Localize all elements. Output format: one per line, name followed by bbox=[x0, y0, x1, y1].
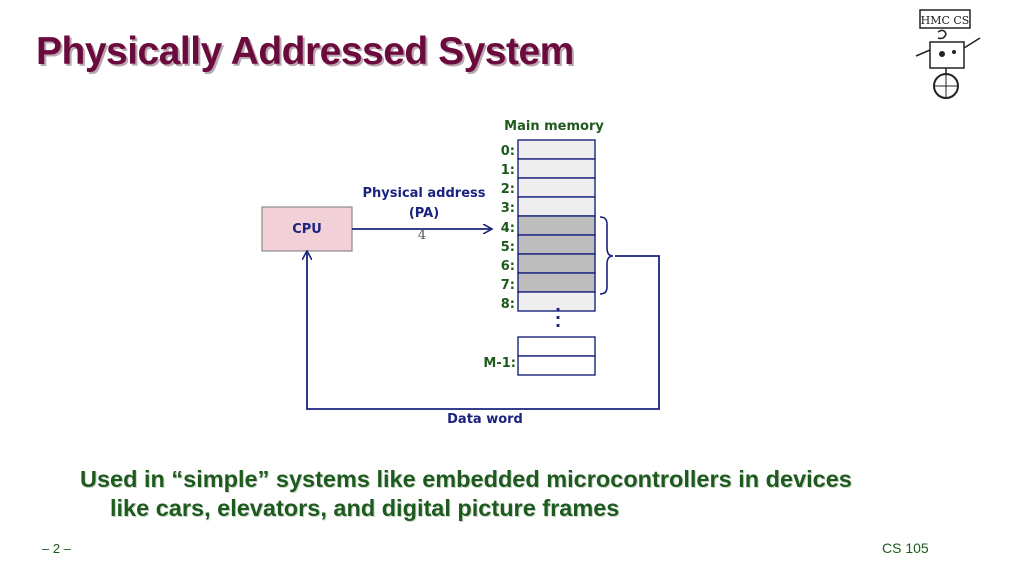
physical-address-label-line2: (PA) bbox=[408, 206, 440, 221]
highlight-brace bbox=[599, 216, 614, 295]
memory-cell bbox=[517, 234, 596, 255]
data-word-label: Data word bbox=[447, 412, 523, 427]
memory-cells bbox=[517, 139, 596, 376]
memory-cell bbox=[517, 139, 596, 160]
page-number: – 2 – bbox=[42, 541, 71, 556]
physical-address-value: 4 bbox=[417, 228, 427, 243]
memory-cell-last bbox=[517, 355, 596, 376]
logo-text: HMC CS bbox=[921, 14, 970, 27]
address-label: 4: bbox=[500, 221, 515, 236]
course-label: CS 105 bbox=[882, 540, 929, 556]
address-label: 0: bbox=[500, 144, 515, 159]
address-label: 8: bbox=[500, 297, 515, 312]
memory-cell bbox=[517, 158, 596, 179]
last-address-label: M-1: bbox=[483, 356, 516, 371]
address-label: 1: bbox=[500, 163, 515, 178]
memory-cell bbox=[517, 196, 596, 217]
physical-address-label-line1: Physical address bbox=[362, 186, 486, 201]
slide-title: Physically Addressed System bbox=[36, 30, 574, 73]
data-word-arrow bbox=[307, 252, 660, 410]
memory-cell bbox=[517, 215, 596, 236]
memory-cell bbox=[517, 177, 596, 198]
address-label: 5: bbox=[500, 240, 515, 255]
address-label: 6: bbox=[500, 259, 515, 274]
memory-cell bbox=[517, 253, 596, 274]
main-memory-label: Main memory bbox=[504, 119, 604, 134]
ellipsis-dots: ··· bbox=[554, 300, 562, 335]
physical-address-label: Physical address (PA) bbox=[350, 184, 498, 224]
hmc-cs-logo: HMC CS bbox=[915, 9, 981, 99]
address-label: 3: bbox=[500, 201, 515, 216]
cpu-label: CPU bbox=[292, 222, 322, 237]
memory-cell bbox=[517, 291, 596, 312]
address-label: 7: bbox=[500, 278, 515, 293]
bullet-text: Used in “simple” systems like embedded m… bbox=[80, 465, 960, 523]
memory-cell bbox=[517, 272, 596, 293]
address-label: 2: bbox=[500, 182, 515, 197]
bullet-line1: Used in “simple” systems like embedded m… bbox=[80, 466, 852, 492]
memory-cell bbox=[517, 336, 596, 357]
bullet-line2: like cars, elevators, and digital pictur… bbox=[110, 495, 620, 521]
